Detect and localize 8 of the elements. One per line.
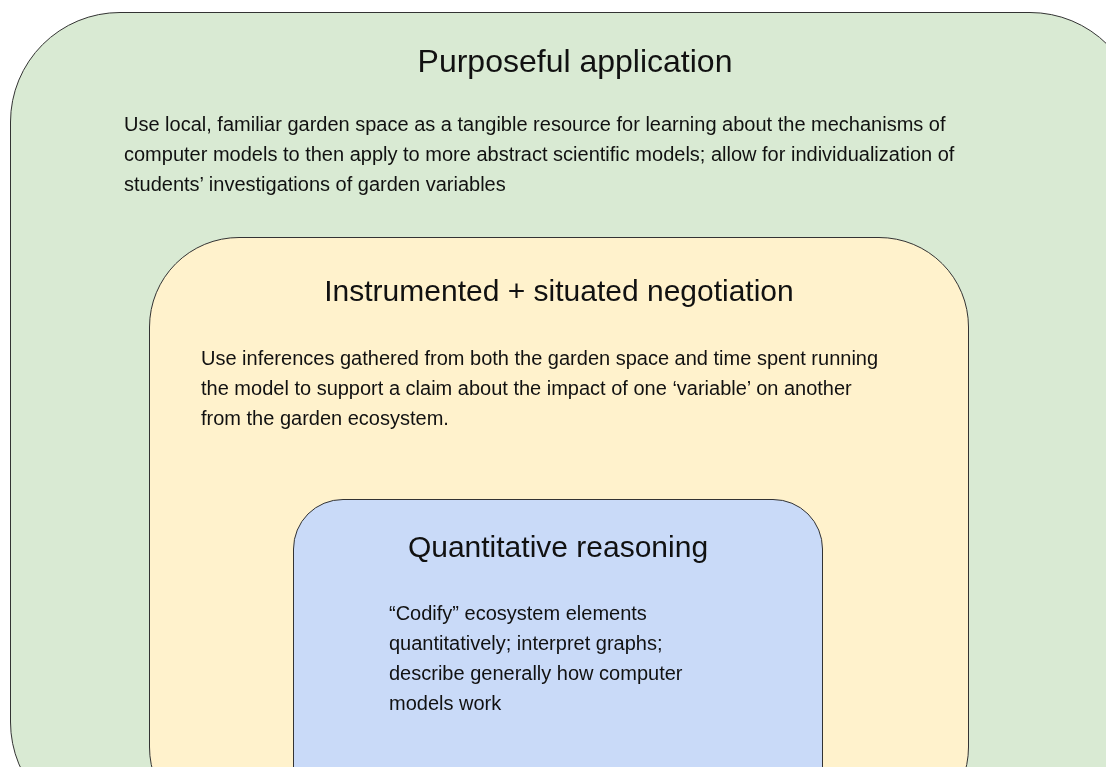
description-text: “Codify” ecosystem elements quantitatively; interpret graphs; describe generally how computer models work: [389, 601, 684, 716]
description-text: Use inferences gathered from both the garden space and time spent running the model to support a claim about the impact of one ‘variable’ on another from the garden ecosystem.: [201, 346, 880, 431]
rounded-box: [149, 237, 969, 767]
description-text: Use local, familiar garden space as a tangible resource for learning about the mechanisms of computer models to then apply to more abstract scientific models; allow for individualization of students’ investigations of garden variables: [124, 112, 956, 197]
box-heading: Quantitative reasoning: [407, 530, 709, 564]
box-heading: Instrumented + situated negotiation: [324, 274, 794, 308]
rounded-box: [10, 12, 1106, 767]
box-heading: Purposeful application: [417, 43, 733, 80]
